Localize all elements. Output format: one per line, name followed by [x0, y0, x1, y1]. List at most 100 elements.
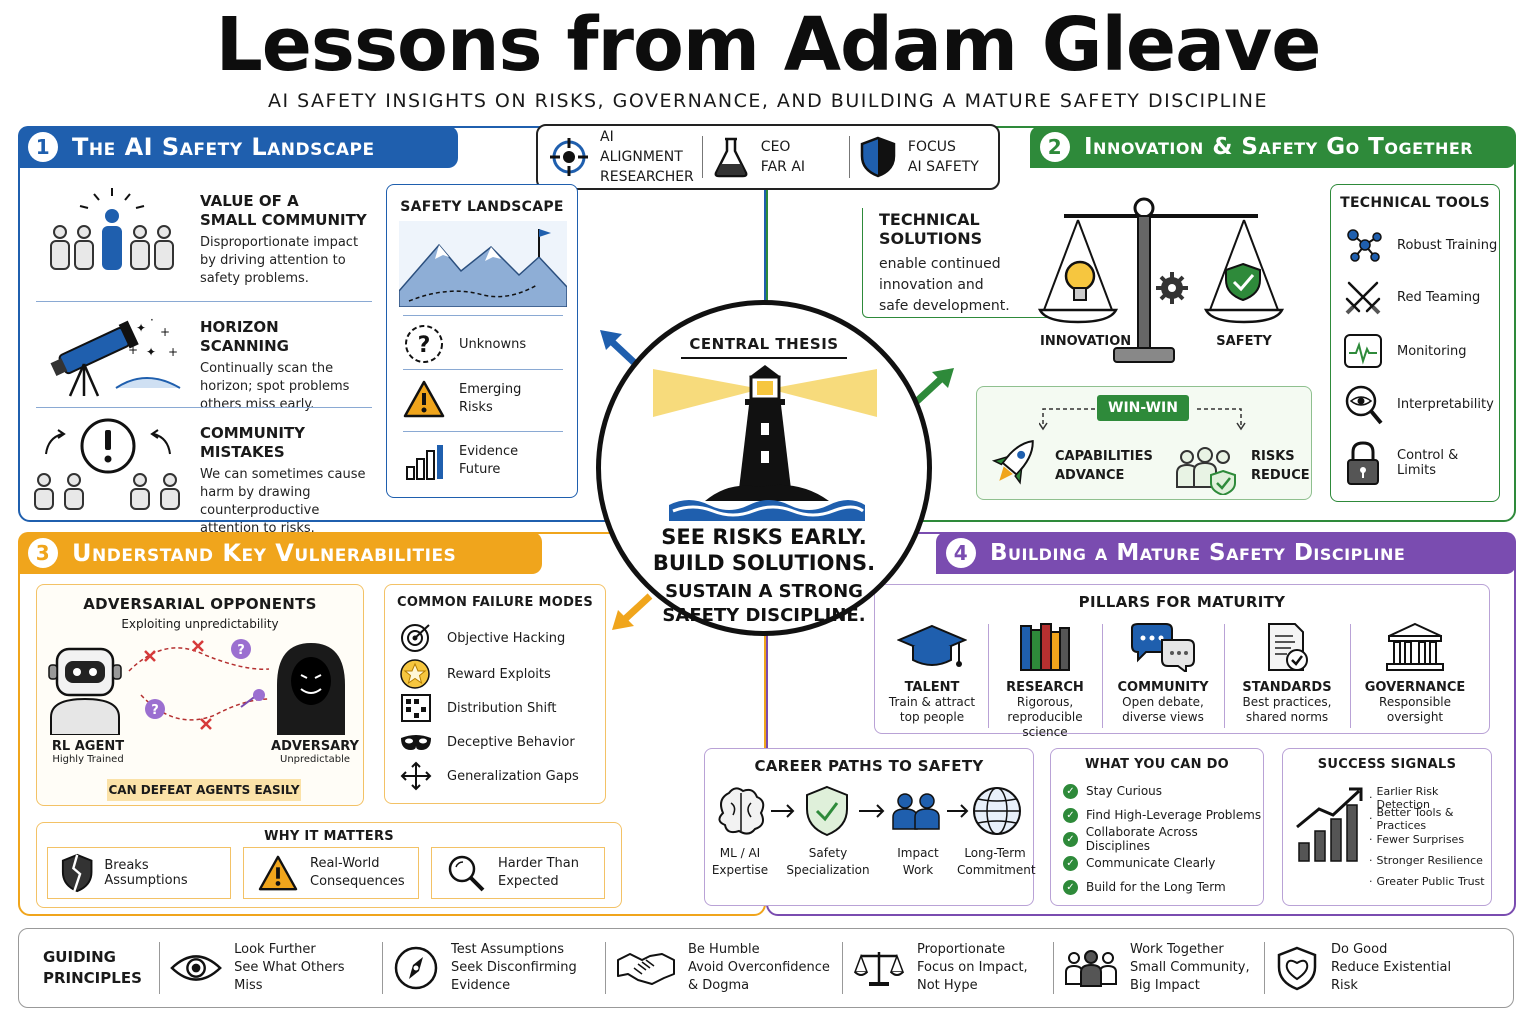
divider: [842, 942, 843, 994]
magnifier-eye-icon: [1345, 385, 1383, 425]
tool-interpretability: Interpretability: [1343, 383, 1494, 425]
mountain-flag-icon: [399, 221, 567, 307]
pillar-text: Rigorous,: [1016, 695, 1074, 709]
guiding-title-line: GUIDING: [43, 948, 116, 966]
s1-item-mistakes: COMMUNITY MISTAKES We can sometimes caus…: [200, 424, 380, 538]
svg-text:?: ?: [237, 643, 245, 658]
thesis-line: BUILD SOLUTIONS.: [652, 551, 876, 575]
thesis-title: CENTRAL THESIS: [689, 335, 839, 353]
pillar-name: RESEARCH: [1006, 680, 1084, 695]
scale-icon: [853, 952, 905, 986]
chat-bubbles-icon: [1131, 623, 1195, 674]
padlock-icon: [1347, 441, 1379, 485]
why-label: Breaks Assumptions: [104, 858, 188, 888]
panel-title: ADVERSARIAL OPPONENTS: [83, 595, 317, 613]
signal-item: · Fewer Surprises: [1369, 833, 1465, 846]
win-win-arrows: [1039, 408, 1246, 431]
globe-icon: [973, 787, 1021, 835]
failure-row: Objective Hacking: [399, 621, 565, 655]
row-label: Unknowns: [459, 336, 527, 352]
item-text: Disproportionate impact: [200, 235, 359, 250]
signal-item: · Better Tools & Practices: [1369, 805, 1491, 832]
divider: [1053, 942, 1054, 994]
svg-text:·: ·: [150, 313, 154, 327]
tool-label: Red Teaming: [1397, 289, 1481, 305]
principle-text: Evidence: [451, 978, 511, 993]
failure-row: Reward Exploits: [399, 657, 551, 691]
crossed-swords-icon: [1345, 281, 1381, 315]
adversary-sublabel: Unpredictable: [280, 754, 350, 765]
hooded-adversary-icon: [277, 643, 345, 735]
star-badge-icon: [400, 659, 430, 689]
eye-icon: [170, 955, 222, 981]
todo-item: ✓Build for the Long Term: [1063, 875, 1263, 899]
svg-text:+: +: [160, 325, 170, 339]
row-label: Risks: [459, 400, 493, 415]
role-divider: [701, 136, 703, 178]
divider: [159, 942, 160, 994]
group-icon: [1065, 950, 1117, 987]
svg-text:✦: ✦: [136, 321, 146, 335]
career-label: ML / AI: [719, 846, 761, 860]
career-label: Safety: [808, 846, 848, 860]
heart-shield-icon: [1277, 946, 1317, 991]
item-text: horizon; spot problems: [200, 379, 350, 394]
divider: [36, 407, 372, 408]
pillar-name: COMMUNITY: [1117, 680, 1209, 695]
warning-icon: [258, 855, 298, 891]
capabilities-label: CAPABILITIES: [1055, 449, 1153, 464]
signal-label: Greater Public Trust: [1376, 875, 1485, 888]
why-it-matters-panel: WHY IT MATTERS Breaks Assumptions Real-W…: [36, 822, 622, 908]
books-icon: [1020, 623, 1070, 671]
failure-row: Deceptive Behavior: [399, 725, 575, 759]
divider: [382, 942, 383, 994]
page-subtitle: AI SAFETY INSIGHTS ON RISKS, GOVERNANCE,…: [268, 90, 1268, 112]
tool-control: Control & Limits: [1343, 439, 1499, 487]
capabilities-label: ADVANCE: [1055, 468, 1125, 483]
svg-text:+: +: [168, 345, 178, 359]
central-thesis-circle: CENTRAL THESIS SEE RISKS EARLY. BUILD SO…: [596, 300, 932, 636]
section-4-title: Building a Mature Safety Discipline: [990, 540, 1406, 566]
check-icon: ✓: [1063, 831, 1078, 847]
section-3-number: 3: [28, 538, 58, 568]
todo-label: Find High-Leverage Problems: [1086, 808, 1262, 822]
pillar-text: Responsible: [1379, 695, 1451, 709]
section-2-title: Innovation & Safety Go Together: [1084, 134, 1474, 160]
check-icon: ✓: [1063, 879, 1078, 895]
growth-chart-icon: [1296, 787, 1363, 862]
adversarial-panel: ADVERSARIAL OPPONENTS Exploiting unpredi…: [36, 584, 364, 806]
failure-label: Deceptive Behavior: [447, 734, 575, 750]
brain-icon: [718, 787, 765, 835]
failure-label: Distribution Shift: [447, 700, 557, 716]
item-text: safety problems.: [200, 271, 309, 286]
signal-label: Better Tools & Practices: [1376, 805, 1454, 832]
what-you-can-do-panel: WHAT YOU CAN DO ✓Stay Curious ✓Find High…: [1050, 748, 1264, 906]
panel-title: WHAT YOU CAN DO: [1084, 757, 1230, 772]
principle-text: Test Assumptions: [451, 942, 565, 957]
career-label: Commitment: [957, 863, 1036, 877]
robot-icon: [48, 647, 122, 735]
section-2-header: 2 Innovation & Safety Go Together: [1030, 126, 1516, 168]
principle-text: Be Humble: [688, 942, 760, 957]
role-line: RESEARCHER: [600, 169, 694, 185]
career-label: Work: [902, 863, 934, 877]
courthouse-icon: [1386, 622, 1444, 671]
community-people-icon: [50, 188, 174, 270]
monitor-pulse-icon: [1344, 334, 1382, 368]
handshake-icon: [617, 953, 675, 985]
divider: [403, 431, 563, 432]
defeat-badge: CAN DEFEAT AGENTS EASILY: [107, 779, 301, 801]
safety-shield-icon: [806, 785, 848, 837]
panel-title: PILLARS FOR MATURITY: [1078, 593, 1286, 611]
risks-label: RISKS: [1251, 449, 1295, 464]
divider: [681, 357, 847, 359]
thesis-line: SEE RISKS EARLY.: [661, 525, 867, 549]
